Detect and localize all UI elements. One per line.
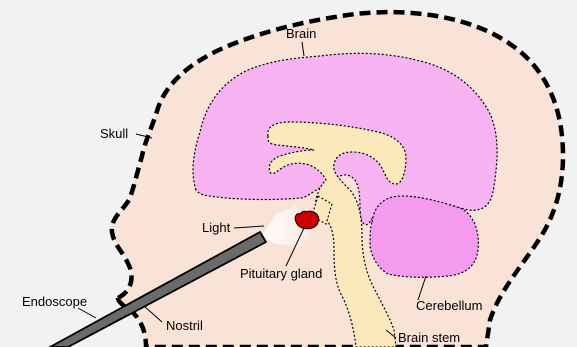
label-nostril: Nostril	[166, 318, 203, 333]
label-cerebellum: Cerebellum	[416, 298, 482, 313]
label-brain: Brain	[286, 26, 316, 41]
label-endoscope: Endoscope	[22, 294, 87, 309]
label-brain-stem: Brain stem	[398, 330, 460, 345]
label-pituitary-gland: Pituitary gland	[240, 266, 322, 281]
label-skull: Skull	[100, 126, 128, 141]
label-light: Light	[202, 220, 231, 235]
leader-endoscope	[78, 308, 96, 318]
pituitary-gland	[295, 211, 319, 229]
